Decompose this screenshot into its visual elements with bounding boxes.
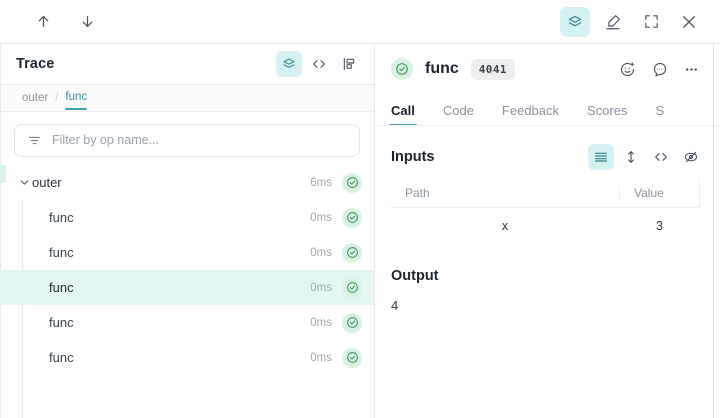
call-status-success-icon xyxy=(391,58,413,80)
trace-row-duration: 6ms xyxy=(310,176,332,189)
trace-row-duration: 0ms xyxy=(310,281,332,294)
code-view-button[interactable] xyxy=(306,51,332,77)
flamegraph-view-button[interactable] xyxy=(336,51,362,77)
trace-row-duration: 0ms xyxy=(310,351,332,364)
trace-panel-header: Trace xyxy=(0,44,374,85)
trace-panel: Trace xyxy=(0,44,375,418)
status-success-icon xyxy=(342,312,362,333)
top-toolbar-nav xyxy=(0,7,102,37)
highlighter-pen-button[interactable] xyxy=(598,7,628,37)
filter-input-wrapper[interactable]: Filter by op name... xyxy=(14,124,360,157)
trace-row-label: func xyxy=(49,350,74,365)
inputs-view-switcher xyxy=(588,144,704,170)
column-header-path: Path xyxy=(405,185,430,200)
trace-row-label: outer xyxy=(32,175,62,190)
left-edge-sliver-top xyxy=(0,165,6,183)
call-id-badge: 4041 xyxy=(470,58,515,80)
fullscreen-button[interactable] xyxy=(636,7,666,37)
breadcrumb-item-func[interactable]: func xyxy=(65,91,88,110)
add-comment-button[interactable] xyxy=(644,54,674,84)
breadcrumb-item-outer[interactable]: outer xyxy=(22,92,49,104)
filter-input-placeholder: Filter by op name... xyxy=(52,133,159,148)
inputs-code-view-button[interactable] xyxy=(648,144,674,170)
panel-right-edge xyxy=(713,44,714,418)
filter-icon xyxy=(27,133,42,148)
nav-up-button[interactable] xyxy=(28,7,58,37)
close-button[interactable] xyxy=(674,7,704,37)
trace-panel-title: Trace xyxy=(16,56,55,72)
breadcrumb-separator: / xyxy=(55,92,59,104)
call-detail-panel: func 4041 xyxy=(375,44,720,418)
tab-call[interactable]: Call xyxy=(389,103,417,125)
status-success-icon xyxy=(342,207,362,228)
inputs-title: Inputs xyxy=(391,149,435,165)
output-title: Output xyxy=(391,268,439,284)
trace-row-func-3[interactable]: func 0ms xyxy=(0,270,374,305)
chevron-down-icon[interactable] xyxy=(16,176,32,189)
more-options-button[interactable] xyxy=(676,54,706,84)
inputs-table-header: Path Value xyxy=(391,178,700,208)
breadcrumb: outer / func xyxy=(0,85,374,112)
main-split: Trace xyxy=(0,44,720,418)
trace-view-switcher xyxy=(276,51,362,77)
expand-rows-button[interactable] xyxy=(618,144,644,170)
tree-indent-guide xyxy=(22,200,23,418)
trace-row-func-5[interactable]: func 0ms xyxy=(0,340,374,375)
status-success-icon xyxy=(342,242,362,263)
tab-scores[interactable]: Scores xyxy=(587,103,628,118)
output-section: Output 4 xyxy=(375,244,720,313)
top-toolbar xyxy=(0,0,720,44)
tab-summary-truncated[interactable]: S xyxy=(655,103,665,118)
input-value-cell: 3 xyxy=(656,219,663,233)
trace-row-func-1[interactable]: func 0ms xyxy=(0,200,374,235)
trace-tree: outer 6ms func 0ms xyxy=(0,165,374,418)
inputs-section-header: Inputs xyxy=(375,126,720,178)
trace-row-duration: 0ms xyxy=(310,211,332,224)
inputs-table-row: x 3 xyxy=(391,208,700,244)
status-success-icon xyxy=(342,277,362,298)
status-success-icon xyxy=(342,347,362,368)
trace-row-label: func xyxy=(49,245,74,260)
input-path-cell: x xyxy=(501,219,509,233)
call-title: func xyxy=(425,60,459,77)
call-header-actions xyxy=(612,54,706,84)
tree-view-button[interactable] xyxy=(276,51,302,77)
panel-left-edge xyxy=(0,44,1,418)
filter-section: Filter by op name... xyxy=(0,112,374,165)
tab-feedback[interactable]: Feedback xyxy=(501,103,560,118)
trace-row-duration: 0ms xyxy=(310,316,332,329)
trace-row-outer[interactable]: outer 6ms xyxy=(0,165,374,200)
add-reaction-button[interactable] xyxy=(612,54,642,84)
inputs-table: Path Value x 3 xyxy=(391,178,700,244)
hide-empty-fields-button[interactable] xyxy=(678,144,704,170)
nav-down-button[interactable] xyxy=(72,7,102,37)
trace-row-label: func xyxy=(49,210,74,225)
trace-row-func-2[interactable]: func 0ms xyxy=(0,235,374,270)
trace-row-label: func xyxy=(49,315,74,330)
call-tabs: Call Code Feedback Scores S xyxy=(375,94,720,126)
trace-row-func-4[interactable]: func 0ms xyxy=(0,305,374,340)
status-success-icon xyxy=(342,172,362,193)
list-view-button[interactable] xyxy=(588,144,614,170)
tab-code[interactable]: Code xyxy=(442,103,474,118)
output-value: 4 xyxy=(391,298,399,313)
top-toolbar-actions xyxy=(560,6,720,37)
column-header-value: Value xyxy=(619,185,699,200)
trace-row-label: func xyxy=(49,280,74,295)
trace-row-duration: 0ms xyxy=(310,246,332,259)
trace-view-toggle-button[interactable] xyxy=(560,6,590,37)
call-header: func 4041 xyxy=(375,44,720,94)
